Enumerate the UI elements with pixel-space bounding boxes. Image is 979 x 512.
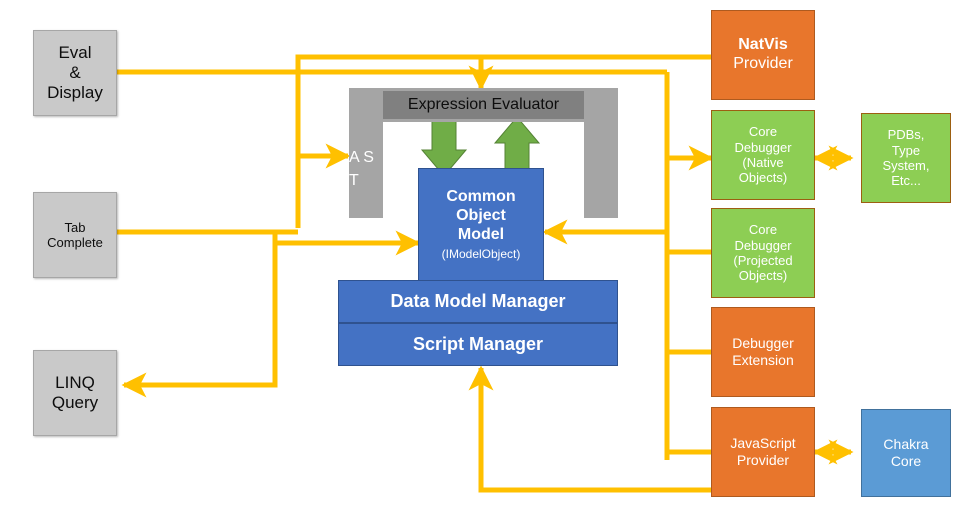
chakra-core-label: Chakra Core — [883, 436, 929, 469]
script-manager-label: Script Manager — [412, 333, 544, 354]
evaluator-ast-label-box: A S T — [349, 122, 383, 218]
client-label-tab-complete: Tab Complete — [47, 219, 103, 250]
natvis-provider-line2: Provider — [733, 55, 793, 72]
provider-box-natvis-provider[interactable]: NatVis Provider — [711, 10, 815, 100]
evaluator-ast-label: A S T — [349, 149, 374, 189]
evaluator-title: Expression Evaluator — [407, 96, 560, 113]
javascript-provider-label: JavaScript Provider — [730, 435, 796, 468]
conn-top-rail-natvis — [295, 54, 711, 72]
external-box-chakra-core[interactable]: Chakra Core — [861, 409, 951, 497]
provider-box-javascript-provider[interactable]: JavaScript Provider — [711, 407, 815, 497]
debugger-extension-label: Debugger Extension — [732, 335, 794, 368]
common-object-model-box[interactable]: Common Object Model (IModelObject) — [418, 168, 544, 281]
conn-trunk-to-com — [272, 229, 421, 256]
conn-linq-return — [121, 243, 278, 398]
evaluator-title-band: Expression Evaluator — [383, 91, 584, 119]
external-box-pdbs-type-system[interactable]: PDBs, Type System, Etc... — [861, 113, 951, 203]
client-box-tab-complete[interactable]: Tab Complete — [33, 192, 117, 278]
conn-js-to-script-manager — [468, 365, 711, 493]
data-model-manager-label: Data Model Manager — [390, 290, 566, 311]
client-box-linq-query[interactable]: LINQ Query — [33, 350, 117, 436]
provider-box-core-debugger-projected[interactable]: Core Debugger (Projected Objects) — [711, 208, 815, 298]
common-object-model-title: Common Object Model — [446, 188, 516, 243]
client-box-eval-display[interactable]: Eval & Display — [33, 30, 117, 116]
natvis-provider-line1: NatVis — [738, 36, 788, 54]
client-label-eval-display: Eval & Display — [47, 42, 103, 103]
core-debugger-native-label: Core Debugger (Native Objects) — [734, 124, 792, 186]
provider-box-debugger-extension[interactable]: Debugger Extension — [711, 307, 815, 397]
common-object-model-subtitle: (IModelObject) — [441, 246, 521, 261]
pdbs-type-system-label: PDBs, Type System, Etc... — [882, 127, 930, 189]
client-label-linq-query: LINQ Query — [51, 372, 99, 412]
core-debugger-projected-label: Core Debugger (Projected Objects) — [733, 222, 793, 284]
data-model-manager-box[interactable]: Data Model Manager — [338, 280, 618, 323]
provider-box-core-debugger-native[interactable]: Core Debugger (Native Objects) — [711, 110, 815, 200]
script-manager-box[interactable]: Script Manager — [338, 323, 618, 366]
